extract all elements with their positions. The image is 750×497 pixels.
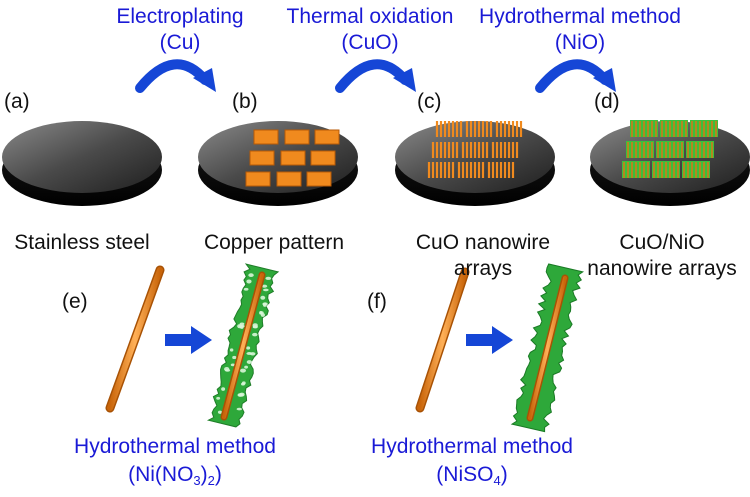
disk-cuo-nanowires [395,121,555,206]
method-name: Hydrothermal method [371,435,573,458]
cuo-nio-nanowire-grid [622,120,718,178]
step-product: (CuO) [341,31,399,54]
caption-copper-pattern: Copper pattern [203,231,345,254]
transform-arrow-f [466,326,513,354]
step-label-electroplating: Electroplating (Cu) [70,4,290,56]
copper-pad-grid [245,129,340,187]
nanowire-bundle [435,121,463,137]
step-product: (Cu) [159,31,201,54]
step-name: Electroplating [116,5,244,28]
coated-nanowire-f [510,263,585,433]
caption-line: arrays [453,257,513,280]
copper-pad [253,129,279,145]
caption-line: nanowire arrays [587,257,737,280]
caption-line: CuO nanowire [415,231,551,254]
process-arrow-1 [135,59,216,93]
caption-cuo-nanowire-arrays: CuO nanowire arrays [383,230,583,282]
nanowire-bundle [465,121,493,137]
step-name: Thermal oxidation [286,5,454,28]
cuo-nanowire-grid [427,121,523,178]
disk-copper-pattern [198,121,358,206]
nanowire-bundle [656,141,684,158]
panel-letter-b: (b) [232,90,258,113]
nanowire-bundle [660,120,688,137]
caption-cuo-nio-nanowire-arrays: CuO/NiO nanowire arrays [574,230,750,282]
panel-letter-d: (d) [594,90,620,113]
copper-pad [310,150,336,166]
method-name: Hydrothermal method [74,435,276,458]
copper-pad [276,171,302,187]
copper-pad [306,171,332,187]
panel-letter-c: (c) [417,90,442,113]
method-reagent: (Ni(NO3)2) [128,463,222,488]
nanowire-bundle [427,162,455,178]
nanowire-bundle [431,142,459,158]
step-label-hydrothermal: Hydrothermal method (NiO) [470,4,690,56]
nanowire-bundle [461,142,489,158]
nanowire-bundle [626,141,654,158]
process-arrow-2 [335,59,416,93]
caption-line: CuO/NiO [619,231,705,254]
nanowire-bundle [682,161,710,178]
coated-nanowire-e [206,263,280,428]
nanowire-bundle [487,162,515,178]
nanowire-bundle [686,141,714,158]
nanowire-bundle [652,161,680,178]
panel-letter-f: (f) [367,290,387,313]
disk-stainless-steel [2,121,162,206]
method-reagent: (NiSO4) [436,463,508,488]
caption-stainless-steel: Stainless steel [14,231,150,254]
disk-cuo-nio-nanowires [590,120,750,206]
copper-pad [314,129,340,145]
copper-pad [284,129,310,145]
copper-pad [280,150,306,166]
step-product: (NiO) [554,31,606,54]
bare-nanowire-e [105,265,165,413]
nanowire-bundle [457,162,485,178]
nanowire-bundle [690,120,718,137]
step-name: Hydrothermal method [479,5,681,28]
nanowire-bundle [622,161,650,178]
copper-pad [245,171,271,187]
nanowire-bundle [495,121,523,137]
copper-pad [249,150,275,166]
panel-letter-e: (e) [62,290,88,313]
process-arrow-3 [535,59,616,93]
step-label-thermal-oxidation: Thermal oxidation (CuO) [260,4,480,56]
bare-nanowire-f [415,267,470,413]
nanowire-bundle [491,142,519,158]
method-label-f: Hydrothermal method (NiSO4) [352,433,592,495]
transform-arrow-e [165,326,212,354]
panel-letter-a: (a) [4,90,30,113]
nanowire-bundle [630,120,658,137]
method-label-e: Hydrothermal method (Ni(NO3)2) [55,433,295,495]
